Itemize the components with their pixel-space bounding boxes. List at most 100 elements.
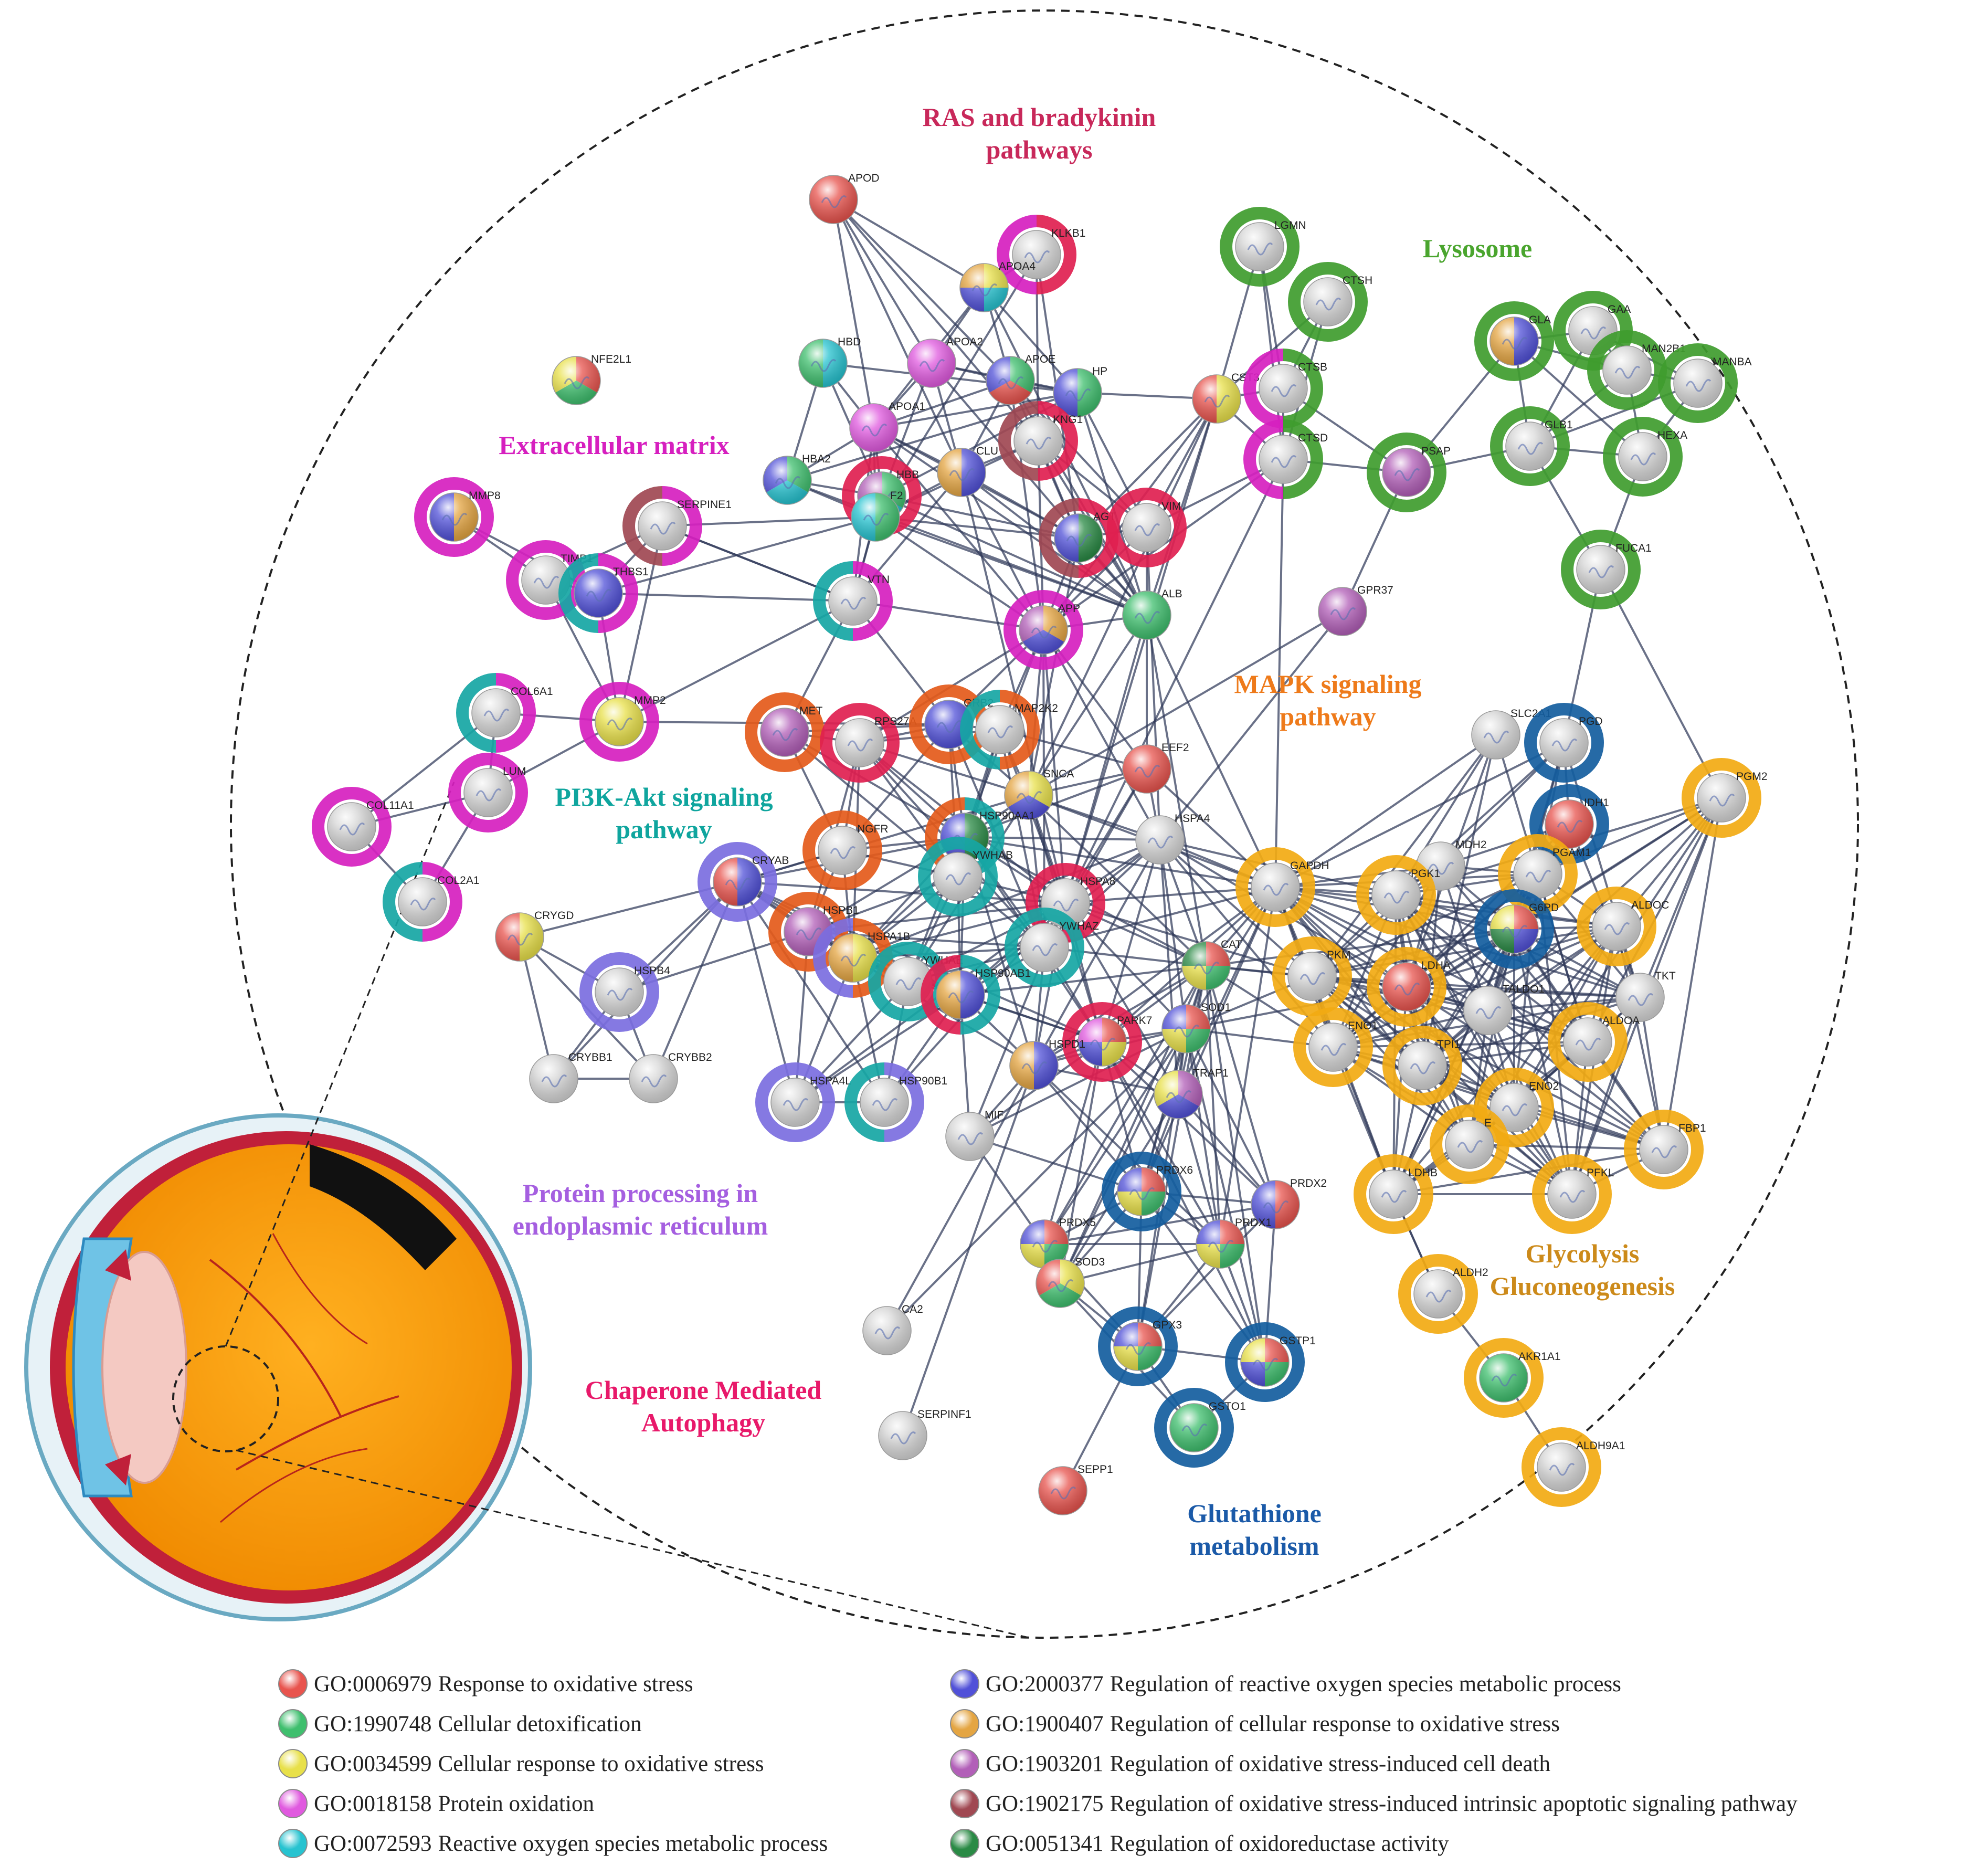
node-e[interactable]: E (1430, 1104, 1509, 1184)
node-tpi1[interactable]: TPI1 (1382, 1026, 1462, 1105)
node-nfe2l1[interactable]: NFE2L1 (552, 353, 631, 405)
node-prdx1[interactable]: PRDX1 (1196, 1217, 1272, 1269)
node-crybb1[interactable]: CRYBB1 (529, 1051, 612, 1103)
node-hspb4[interactable]: HSPB4 (579, 952, 670, 1032)
node-mif[interactable]: MIF (945, 1109, 1003, 1161)
node-col6a1[interactable]: COL6A1 (456, 673, 553, 753)
node-prdx5[interactable]: PRDX5 (1020, 1217, 1096, 1269)
node-pgm2[interactable]: PGM2 (1682, 758, 1768, 838)
node-eef2[interactable]: EEF2 (1122, 742, 1189, 794)
node-pkm[interactable]: PKM (1272, 936, 1352, 1016)
node-f2[interactable]: F2 (851, 490, 903, 542)
node-ywhaz[interactable]: YWHAZ (1005, 908, 1099, 987)
node-apoa2[interactable]: APOA2 (907, 336, 983, 388)
node-ctsh[interactable]: CTSH (1288, 262, 1372, 342)
node-fbp1[interactable]: FBP1 (1624, 1110, 1706, 1189)
node-aldh9a1[interactable]: ALDH9A1 (1522, 1427, 1625, 1507)
node-pgk1[interactable]: PGK1 (1356, 855, 1440, 935)
node-hexa[interactable]: HEXA (1603, 417, 1687, 497)
node-alb[interactable]: ALB (1122, 588, 1182, 640)
node-clu[interactable]: CLU (937, 445, 998, 497)
node-taldo1[interactable]: TALDO1 (1463, 983, 1545, 1035)
node-hspa1b[interactable]: HSPA1B (813, 918, 910, 998)
node-hp[interactable]: HP (1053, 365, 1107, 417)
node-eno1[interactable]: ENO1 (1293, 1007, 1378, 1087)
node-kng1[interactable]: KNG1 (998, 401, 1083, 481)
node-eno2[interactable]: ENO2 (1474, 1068, 1559, 1147)
node-gloss (1471, 710, 1520, 760)
node-agt[interactable]: AGT (1039, 498, 1118, 578)
node-ca2[interactable]: CA2 (862, 1303, 923, 1355)
node-hspa4[interactable]: HSPA4 (1135, 813, 1210, 865)
node-gpr37[interactable]: GPR37 (1318, 584, 1393, 636)
node-aldoa[interactable]: ALDOA (1548, 1002, 1640, 1082)
node-psap[interactable]: PSAP (1367, 433, 1451, 512)
node-prdx6[interactable]: PRDX6 (1102, 1152, 1193, 1231)
node-klkb1[interactable]: KLKB1 (997, 215, 1085, 294)
node-akr1a1[interactable]: AKR1A1 (1464, 1338, 1561, 1418)
node-serpine1[interactable]: SERPINE1 (622, 486, 732, 566)
node-lgmn[interactable]: LGMN (1220, 207, 1306, 287)
node-sod3[interactable]: SOD3 (1036, 1256, 1105, 1308)
node-sepp1[interactable]: SEPP1 (1038, 1463, 1113, 1515)
node-col11a1[interactable]: COL11A1 (312, 787, 414, 867)
node-mmp8[interactable]: MMP8 (414, 477, 501, 557)
node-crygd[interactable]: CRYGD (495, 910, 574, 962)
node-mmp2[interactable]: MMP2 (579, 682, 666, 762)
node-thbs1[interactable]: THBS1 (558, 553, 649, 633)
node-crybb2[interactable]: CRYBB2 (629, 1051, 712, 1103)
node-fuca1[interactable]: FUCA1 (1561, 530, 1652, 609)
node-g6pd[interactable]: G6PD (1474, 889, 1559, 969)
node-apoa1[interactable]: APOA1 (849, 401, 925, 452)
node-hspa4l[interactable]: HSPA4L (755, 1062, 851, 1142)
node-serpinf1[interactable]: SERPINF1 (878, 1408, 971, 1460)
node-sod1[interactable]: SOD1 (1161, 1002, 1231, 1053)
protein-structure-icon (1129, 1187, 1155, 1200)
node-pfkl[interactable]: PFKL (1532, 1154, 1614, 1234)
node-ldhb[interactable]: LDHB (1354, 1154, 1438, 1234)
node-park7[interactable]: PARK7 (1062, 1002, 1152, 1082)
node-vtn[interactable]: VTN (813, 561, 893, 641)
node-gapdh[interactable]: GAPDH (1235, 847, 1329, 927)
node-hsp90b1[interactable]: HSP90B1 (844, 1062, 947, 1142)
node-snca[interactable]: SNCA (1004, 768, 1074, 820)
node-manba[interactable]: MANBA (1658, 343, 1752, 423)
node-map2k2[interactable]: MAP2K2 (960, 690, 1058, 770)
node-ywhab[interactable]: YWHAB (918, 837, 1013, 916)
protein-structure-icon (1134, 611, 1160, 624)
node-slc2a1[interactable]: SLC2A1 (1471, 708, 1551, 760)
node-gla[interactable]: GLA (1474, 301, 1554, 381)
node-app[interactable]: APP (1003, 590, 1083, 670)
node-gstp1[interactable]: GSTP1 (1225, 1322, 1316, 1402)
node-met[interactable]: MET (745, 692, 825, 772)
node-prdx2[interactable]: PRDX2 (1251, 1177, 1327, 1229)
node-cst3[interactable]: CST3 (1192, 372, 1260, 424)
node-cat[interactable]: CAT (1181, 939, 1242, 990)
node-trap1[interactable]: TRAP1 (1154, 1067, 1229, 1119)
node-glb1[interactable]: GLB1 (1490, 406, 1573, 486)
node-apoa4[interactable]: APOA4 (959, 260, 1036, 312)
node-vim[interactable]: VIM (1107, 488, 1187, 567)
node-hspd1[interactable]: HSPD1 (1009, 1038, 1085, 1090)
node-ldha[interactable]: LDHA (1367, 947, 1451, 1027)
node-col2a1[interactable]: COL2A1 (383, 862, 480, 942)
node-hsp90ab1[interactable]: HSP90AB1 (921, 955, 1031, 1035)
node-ctsb[interactable]: CTSB (1243, 349, 1327, 428)
node-ctsd[interactable]: CTSD (1243, 419, 1328, 499)
node-cryab[interactable]: CRYAB (698, 842, 789, 922)
node-aldh2[interactable]: ALDH2 (1398, 1254, 1488, 1334)
node-lum[interactable]: LUM (448, 753, 528, 832)
node-pgam1[interactable]: PGAM1 (1498, 834, 1591, 914)
node-rps27a[interactable]: RPS27A (820, 703, 917, 783)
node-aldoc[interactable]: ALDOC (1577, 887, 1669, 966)
node-apod[interactable]: APOD (809, 172, 880, 224)
node-gloss (1122, 744, 1171, 794)
node-gsto1[interactable]: GSTO1 (1154, 1388, 1246, 1468)
node-apoe[interactable]: APOE (986, 353, 1055, 405)
node-hba2[interactable]: HBA2 (763, 453, 831, 505)
node-gpx3[interactable]: GPX3 (1098, 1306, 1182, 1386)
node-pgd[interactable]: PGD (1524, 703, 1604, 783)
node-hbd[interactable]: HBD (798, 336, 861, 388)
node-tkt[interactable]: TKT (1615, 970, 1676, 1022)
node-ngfr[interactable]: NGFR (802, 810, 889, 890)
